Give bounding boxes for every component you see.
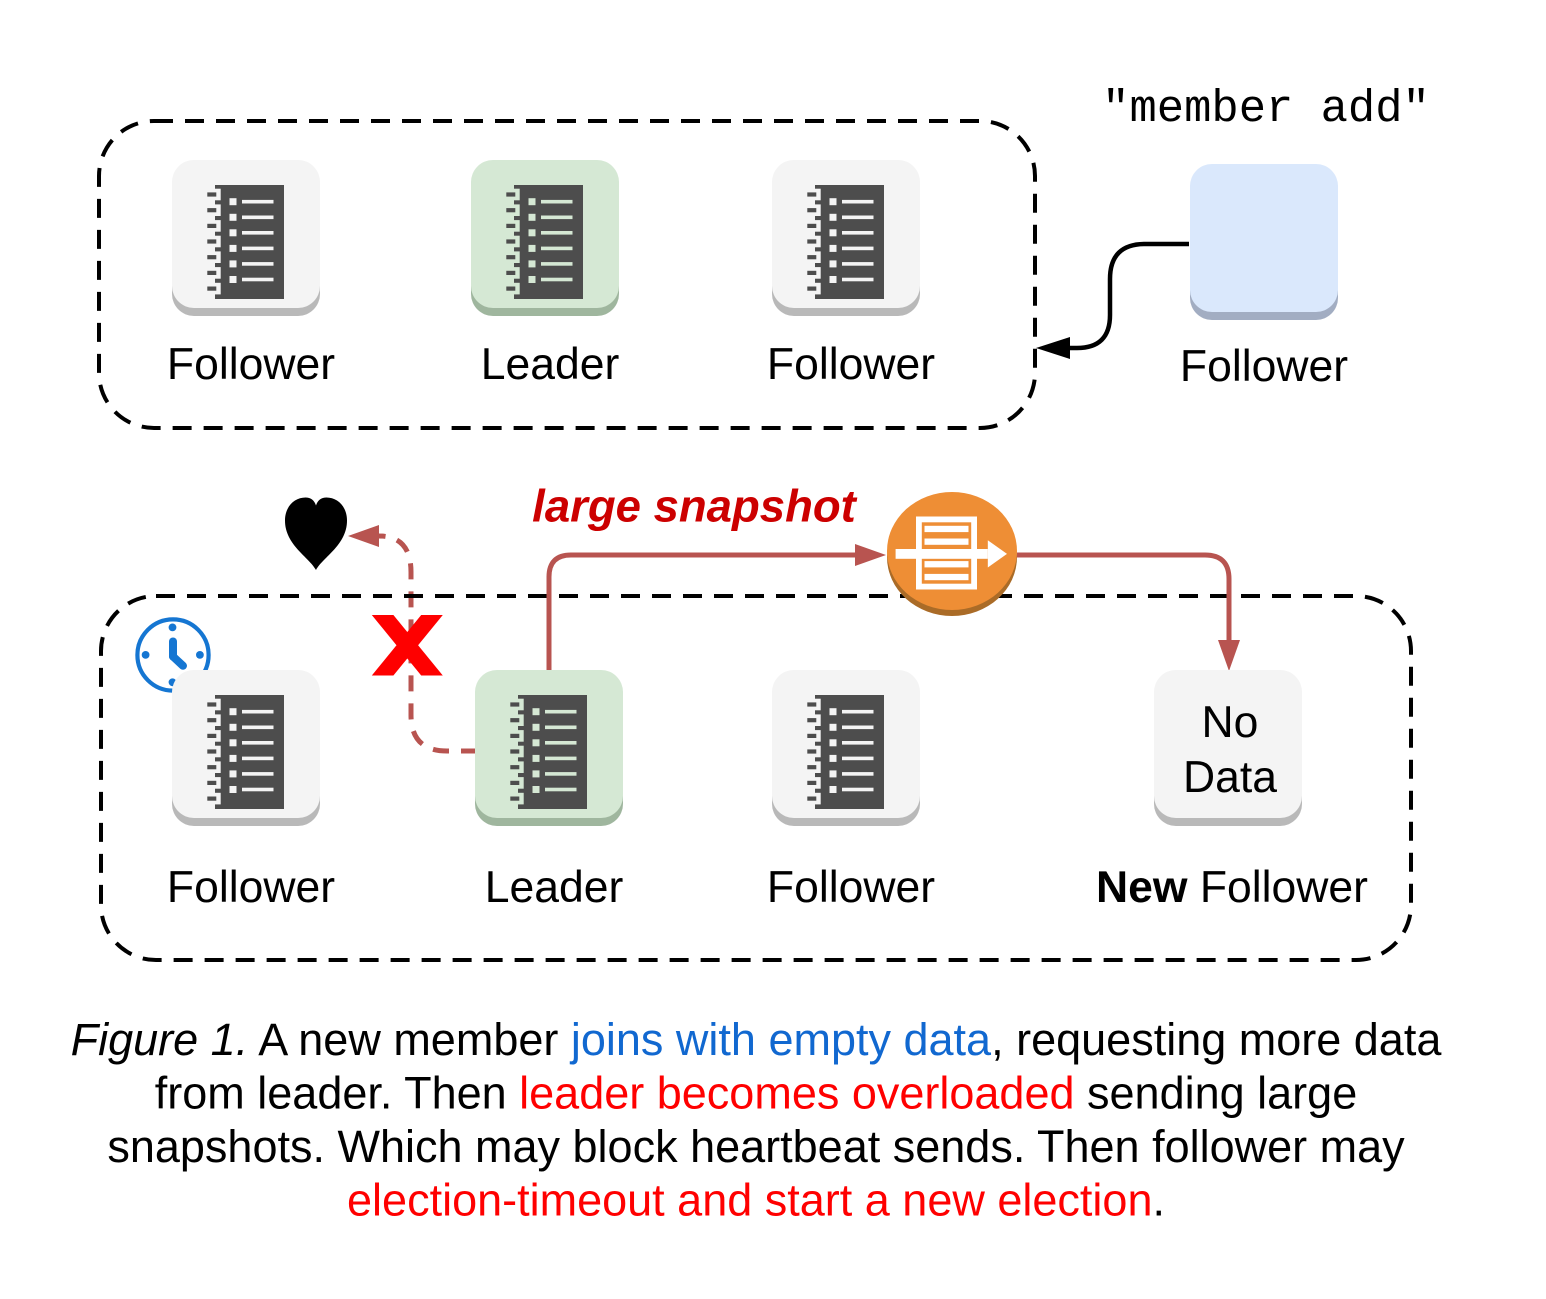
svg-text:election-timeout and start a n: election-timeout and start a new electio…	[347, 1175, 1165, 1226]
svg-text:New Follower: New Follower	[1096, 863, 1368, 912]
svg-text:Follower: Follower	[167, 340, 335, 389]
svg-text:large snapshot: large snapshot	[532, 481, 857, 532]
svg-text:from leader. Then leader becom: from leader. Then leader becomes overloa…	[155, 1068, 1357, 1119]
svg-text:"member add": "member add"	[1102, 83, 1430, 135]
svg-text:snapshots. Which may block hea: snapshots. Which may block heartbeat sen…	[107, 1121, 1405, 1172]
svg-text:Figure 1. A new member joins w: Figure 1. A new member joins with empty …	[71, 1014, 1443, 1065]
svg-text:Follower: Follower	[767, 340, 935, 389]
svg-text:Follower: Follower	[1180, 342, 1348, 391]
svg-text:Follower: Follower	[767, 863, 935, 912]
svg-text:Data: Data	[1183, 753, 1277, 802]
svg-text:Leader: Leader	[485, 863, 624, 912]
svg-text:Leader: Leader	[481, 340, 620, 389]
svg-text:Follower: Follower	[167, 863, 335, 912]
svg-text:No: No	[1202, 698, 1259, 747]
